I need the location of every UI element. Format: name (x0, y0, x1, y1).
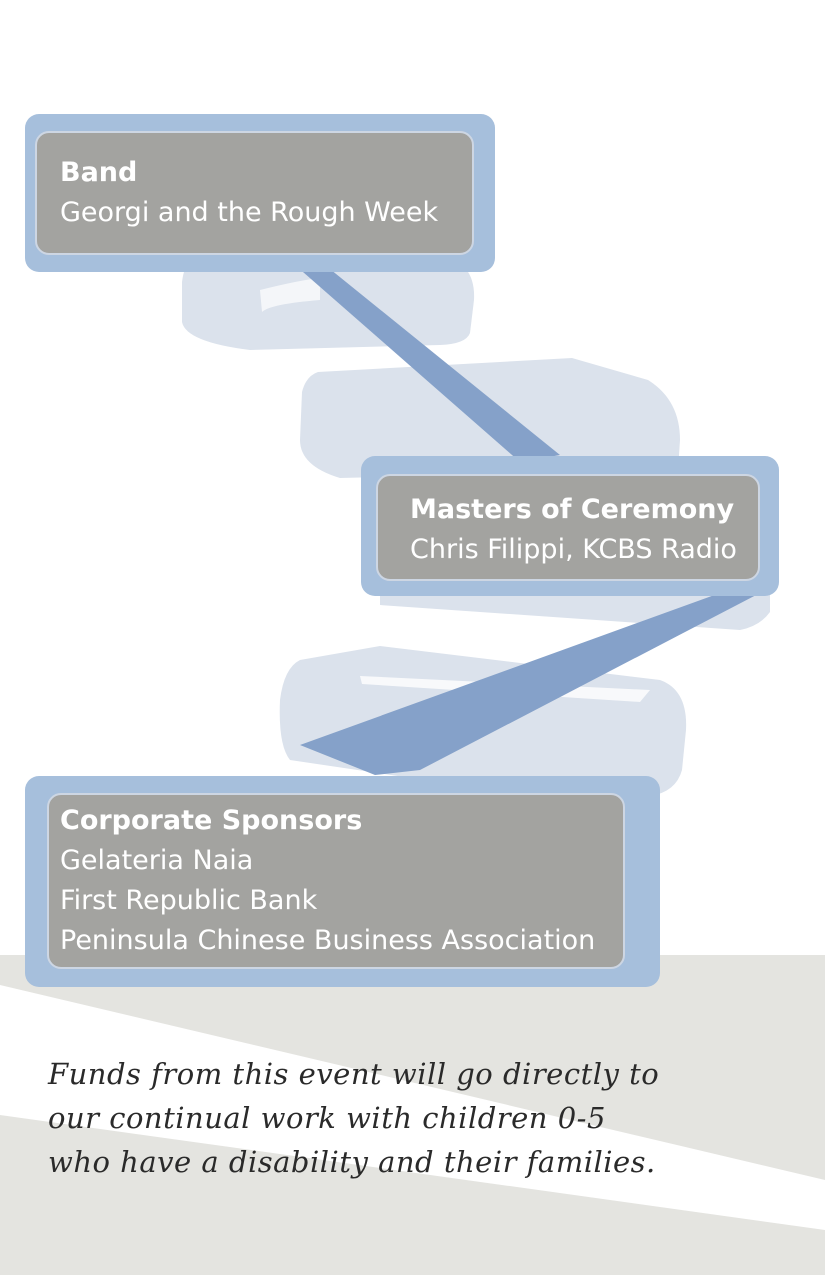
stair-highlight-1 (260, 278, 320, 312)
sponsor-item: Gelateria Naia (60, 845, 254, 876)
sponsors-card: Corporate Sponsors Gelateria Naia First … (47, 793, 625, 969)
sponsors-heading: Corporate Sponsors (60, 805, 363, 836)
emcee-card: Masters of Ceremony Chris Filippi, KCBS … (376, 474, 760, 581)
band-heading: Band (60, 157, 138, 188)
emcee-name: Chris Filippi, KCBS Radio (410, 534, 737, 565)
connector-ribbon-1 (295, 265, 560, 462)
sponsor-item: First Republic Bank (60, 885, 318, 916)
floor-white-stripe (0, 985, 825, 1230)
message-line: who have a disability and their families… (48, 1145, 656, 1179)
stair-block-1 (182, 255, 475, 350)
band-card: Band Georgi and the Rough Week (35, 131, 474, 255)
band-name: Georgi and the Rough Week (60, 197, 439, 228)
sponsor-item: Peninsula Chinese Business Association (60, 925, 596, 956)
funds-message: Funds from this event will go directly t… (48, 1052, 808, 1184)
message-line: our continual work with children 0-5 (48, 1101, 606, 1135)
connector-ribbon-2 (300, 593, 760, 775)
emcee-heading: Masters of Ceremony (410, 494, 735, 525)
message-line: Funds from this event will go directly t… (48, 1057, 660, 1091)
